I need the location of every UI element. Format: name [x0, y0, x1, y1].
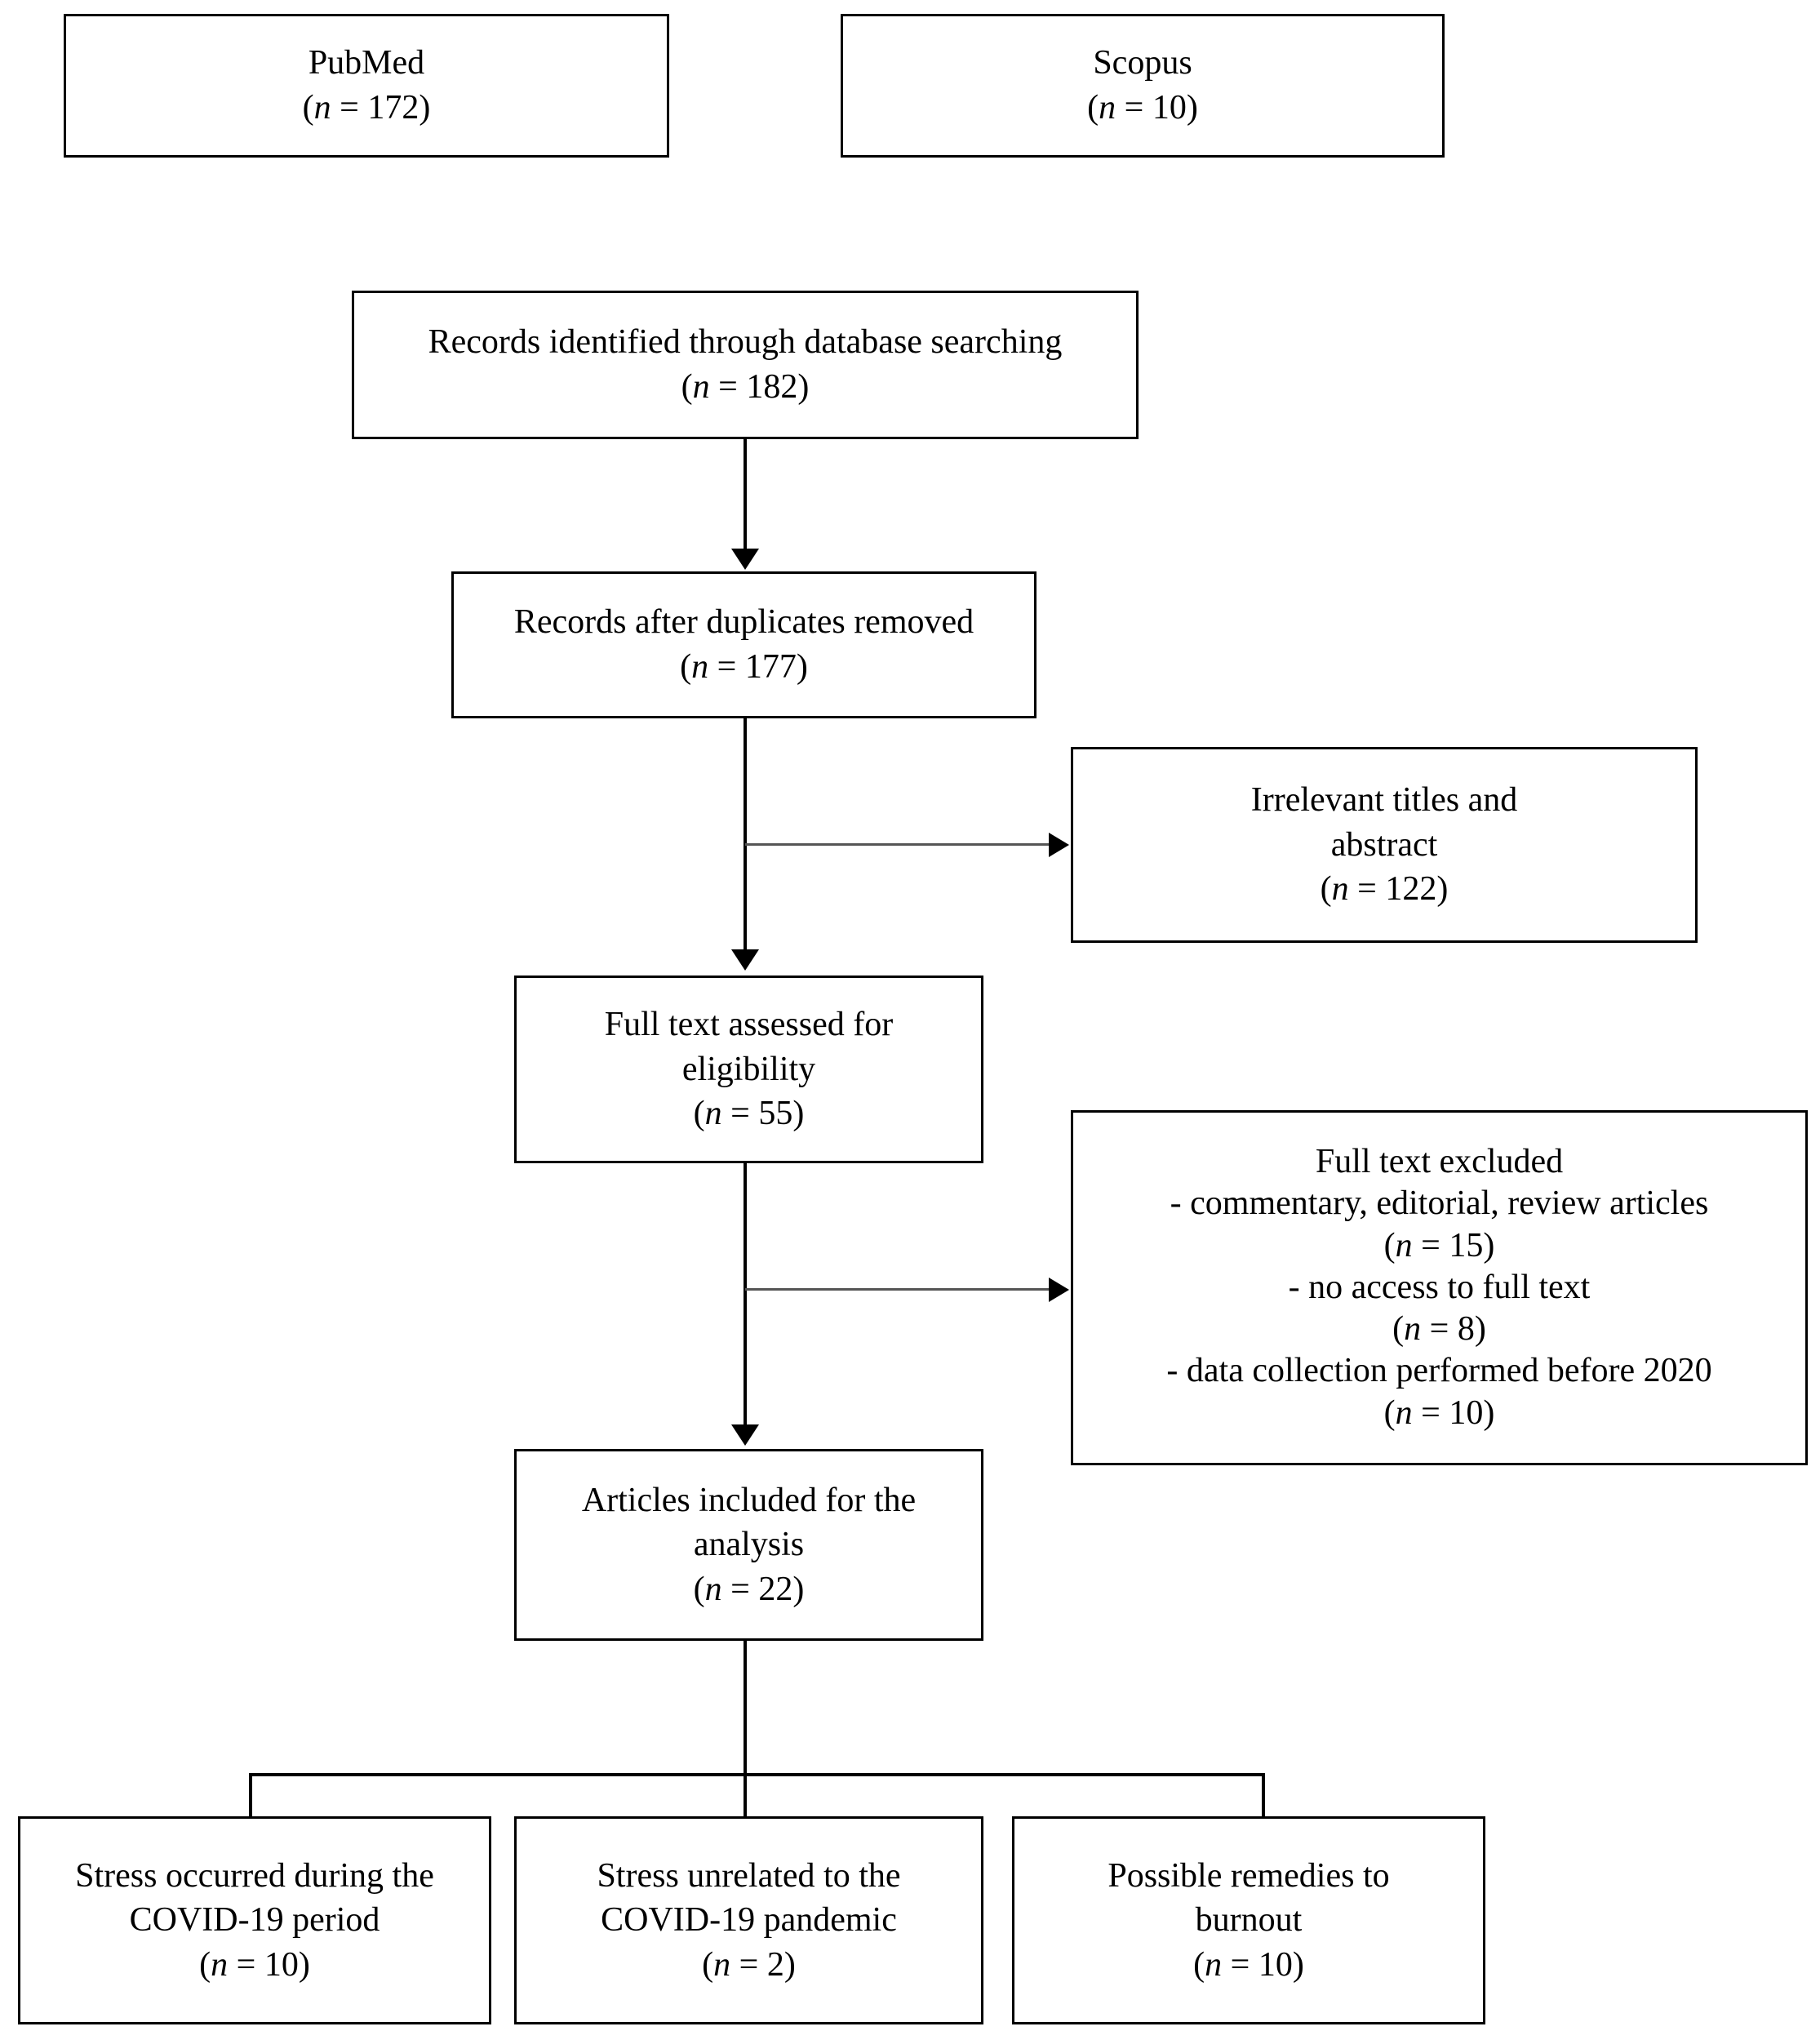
connector-split-bar — [249, 1773, 1265, 1776]
full-text-excluded-reason-2: - no access to full text — [1288, 1268, 1591, 1306]
category-3-label-1: Possible remedies to — [1108, 1856, 1390, 1895]
connector-fulltext-to-excluded — [745, 1288, 1050, 1291]
full-text-assessed-label-1: Full text assessed for — [604, 1006, 894, 1044]
records-identified-box: Records identified through database sear… — [352, 291, 1139, 439]
connector-split-to-category-3 — [1262, 1773, 1265, 1818]
connector-fulltext-to-included — [744, 1163, 747, 1426]
records-identified-label: Records identified through database sear… — [428, 323, 1063, 362]
connector-identified-to-deduped — [744, 439, 747, 550]
arrowhead-deduped-to-irrelevant — [1049, 833, 1069, 857]
arrowhead-fulltext-to-excluded — [1049, 1278, 1069, 1302]
full-text-excluded-box: Full text excluded - commentary, editori… — [1071, 1110, 1808, 1465]
full-text-assessed-count: (n = 55) — [693, 1095, 805, 1133]
full-text-assessed-label-2: eligibility — [681, 1050, 816, 1088]
connector-split-to-category-2 — [744, 1773, 747, 1818]
connector-included-stem — [744, 1641, 747, 1775]
articles-included-box: Articles included for the analysis (n = … — [514, 1449, 983, 1641]
articles-included-label-2: analysis — [693, 1526, 805, 1564]
full-text-excluded-reason-1: - commentary, editorial, review articles — [1170, 1184, 1709, 1223]
category-2-label-2: COVID-19 pandemic — [601, 1901, 897, 1940]
source-pubmed-count: (n = 172) — [302, 89, 431, 127]
connector-split-to-category-1 — [249, 1773, 252, 1818]
records-after-duplicates-box: Records after duplicates removed (n = 17… — [451, 571, 1037, 718]
irrelevant-titles-count: (n = 122) — [1320, 870, 1449, 909]
category-possible-remedies-box: Possible remedies to burnout (n = 10) — [1012, 1816, 1485, 2024]
arrowhead-fulltext-to-included — [731, 1424, 759, 1446]
category-3-count: (n = 10) — [1193, 1945, 1304, 1984]
arrowhead-deduped-to-fulltext — [731, 949, 759, 971]
connector-deduped-to-fulltext — [744, 718, 747, 951]
category-2-count: (n = 2) — [702, 1945, 796, 1984]
records-after-duplicates-count: (n = 177) — [680, 648, 808, 686]
full-text-excluded-reason-1-count: (n = 15) — [1383, 1226, 1495, 1264]
full-text-excluded-reason-3-count: (n = 10) — [1383, 1393, 1495, 1432]
source-scopus-count: (n = 10) — [1087, 89, 1198, 127]
records-after-duplicates-label: Records after duplicates removed — [513, 603, 974, 642]
records-identified-count: (n = 182) — [681, 368, 810, 406]
full-text-excluded-heading: Full text excluded — [1315, 1143, 1564, 1181]
full-text-excluded-reason-2-count: (n = 8) — [1392, 1310, 1486, 1349]
articles-included-label-1: Articles included for the — [581, 1481, 917, 1519]
connector-deduped-to-irrelevant — [745, 843, 1050, 846]
source-pubmed-box: PubMed (n = 172) — [64, 14, 669, 158]
category-stress-during-covid-box: Stress occurred during the COVID-19 peri… — [18, 1816, 491, 2024]
category-3-label-2: burnout — [1195, 1901, 1303, 1940]
source-scopus-label: Scopus — [1093, 44, 1192, 82]
category-2-label-1: Stress unrelated to the — [597, 1856, 901, 1895]
full-text-assessed-box: Full text assessed for eligibility (n = … — [514, 976, 983, 1163]
irrelevant-titles-label-2: abstract — [1330, 825, 1438, 864]
category-1-label-1: Stress occurred during the — [75, 1856, 434, 1895]
source-pubmed-label: PubMed — [308, 44, 425, 82]
category-1-count: (n = 10) — [199, 1945, 310, 1984]
irrelevant-titles-box: Irrelevant titles and abstract (n = 122) — [1071, 747, 1698, 943]
irrelevant-titles-label-1: Irrelevant titles and — [1250, 781, 1518, 820]
arrowhead-identified-to-deduped — [731, 549, 759, 570]
category-1-label-2: COVID-19 period — [129, 1901, 380, 1940]
full-text-excluded-reason-3: - data collection performed before 2020 — [1166, 1352, 1712, 1390]
source-scopus-box: Scopus (n = 10) — [841, 14, 1445, 158]
articles-included-count: (n = 22) — [693, 1570, 805, 1608]
category-stress-unrelated-box: Stress unrelated to the COVID-19 pandemi… — [514, 1816, 983, 2024]
